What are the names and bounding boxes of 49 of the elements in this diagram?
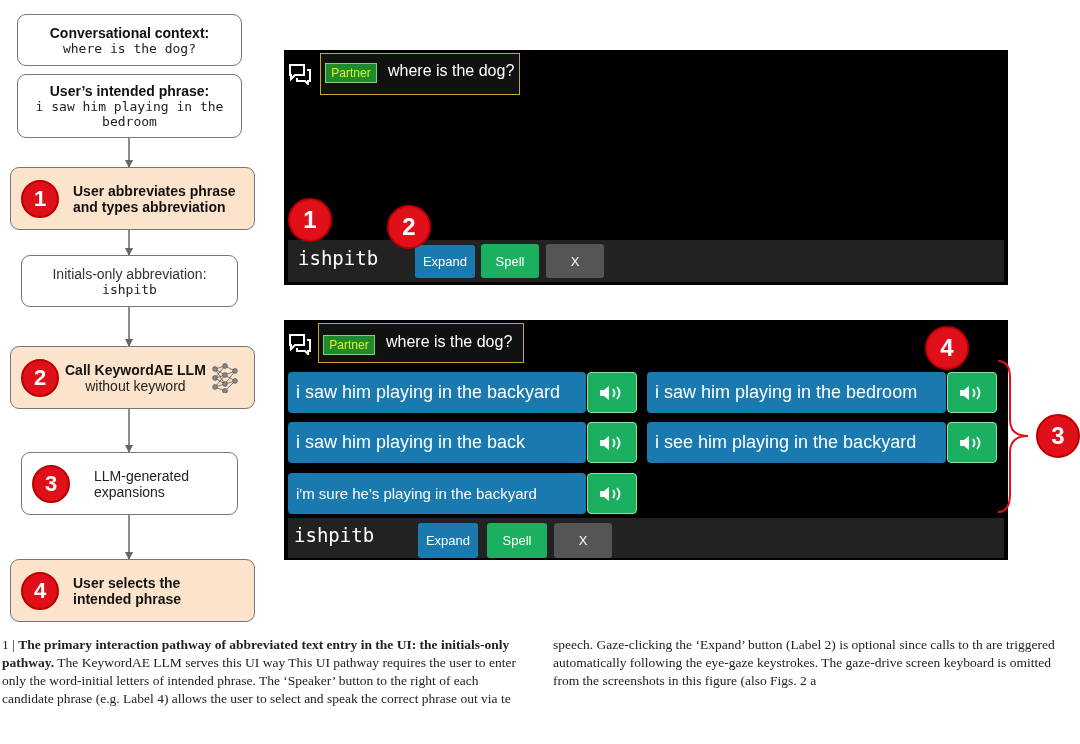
process-box	[21, 255, 238, 307]
close-button: X	[546, 244, 604, 278]
message-text: where is the dog?	[386, 333, 513, 351]
step-number-badge: 4	[21, 571, 59, 610]
box-heading: Initials-only abbreviation:	[52, 265, 207, 282]
typed-text: ishpitb	[294, 524, 375, 546]
code-text: ishpitb	[102, 281, 158, 297]
spell-button: Spell	[487, 523, 547, 558]
box-heading: Conversational context:	[49, 24, 210, 41]
step-label: User abbreviates phrase and types abbreviation	[73, 182, 237, 215]
expand-button: Expand	[418, 523, 478, 558]
step-label: without keyword	[84, 377, 187, 394]
phrase-button: i saw him playing in the back	[288, 422, 586, 463]
message-text: where is the dog?	[388, 62, 515, 80]
step-number-badge: 2	[21, 358, 59, 397]
phrase-button: i saw him playing in the bedroom	[647, 372, 946, 413]
arrow	[125, 229, 133, 256]
figure-caption: 1 | The primary interaction pathway of abbreviated text entry in the UI: the initials-only pathway. The KeywordAE LLM serves this UI way This UI pathway requires the user to enter only the word-initial letters of intended phrase. The ‘Speaker’ button to the right of each candidate phrase (e.g. Label 4) allows the user to select and speak the correct phrase out via te speech. Gaze-clicking the ‘Expand’ button (Label 2) is optional since calls to th are triggered automatically following the eye-gaze keystrokes. The gaze-drive screen keyboard is omitted from the screenshots in this figure (also Figs. 2 a	[2, 636, 1056, 708]
expand-button: Expand	[415, 245, 475, 278]
box-heading: User’s intended phrase:	[49, 83, 210, 99]
callout-number: 2	[387, 205, 431, 249]
phrase-button: i see him playing in the backyard	[647, 422, 946, 463]
callout-number: 1	[288, 198, 332, 242]
phrase-button: i'm sure he's playing in the backyard	[288, 473, 586, 514]
step-label: LLM-generated expansions	[94, 467, 190, 500]
step-box	[10, 167, 255, 230]
step-box	[10, 559, 255, 622]
code-text: i saw him playing in the bedroom	[34, 99, 225, 129]
speaker-tag: Partner	[325, 63, 377, 83]
step-number-badge: 3	[32, 464, 70, 503]
arrow	[125, 514, 133, 560]
step-number-badge: 1	[21, 179, 59, 218]
step-label: User selects the intended phrase	[73, 574, 183, 607]
process-box	[17, 14, 242, 66]
process-box	[17, 74, 242, 138]
arrow	[125, 408, 133, 453]
arrow	[125, 137, 133, 168]
callout-number: 3	[1036, 414, 1080, 458]
callout-number: 4	[925, 326, 969, 370]
arrow	[125, 306, 133, 347]
speaker-tag: Partner	[323, 335, 375, 355]
code-text: where is the dog?	[61, 40, 198, 56]
step-box	[10, 346, 255, 409]
step-label: Call KeywordAE LLM	[65, 361, 206, 378]
spell-button: Spell	[481, 244, 539, 278]
phrase-button: i saw him playing in the backyard	[288, 372, 586, 413]
typed-text: ishpitb	[298, 247, 379, 269]
close-button: X	[554, 523, 612, 558]
process-box	[21, 452, 238, 515]
